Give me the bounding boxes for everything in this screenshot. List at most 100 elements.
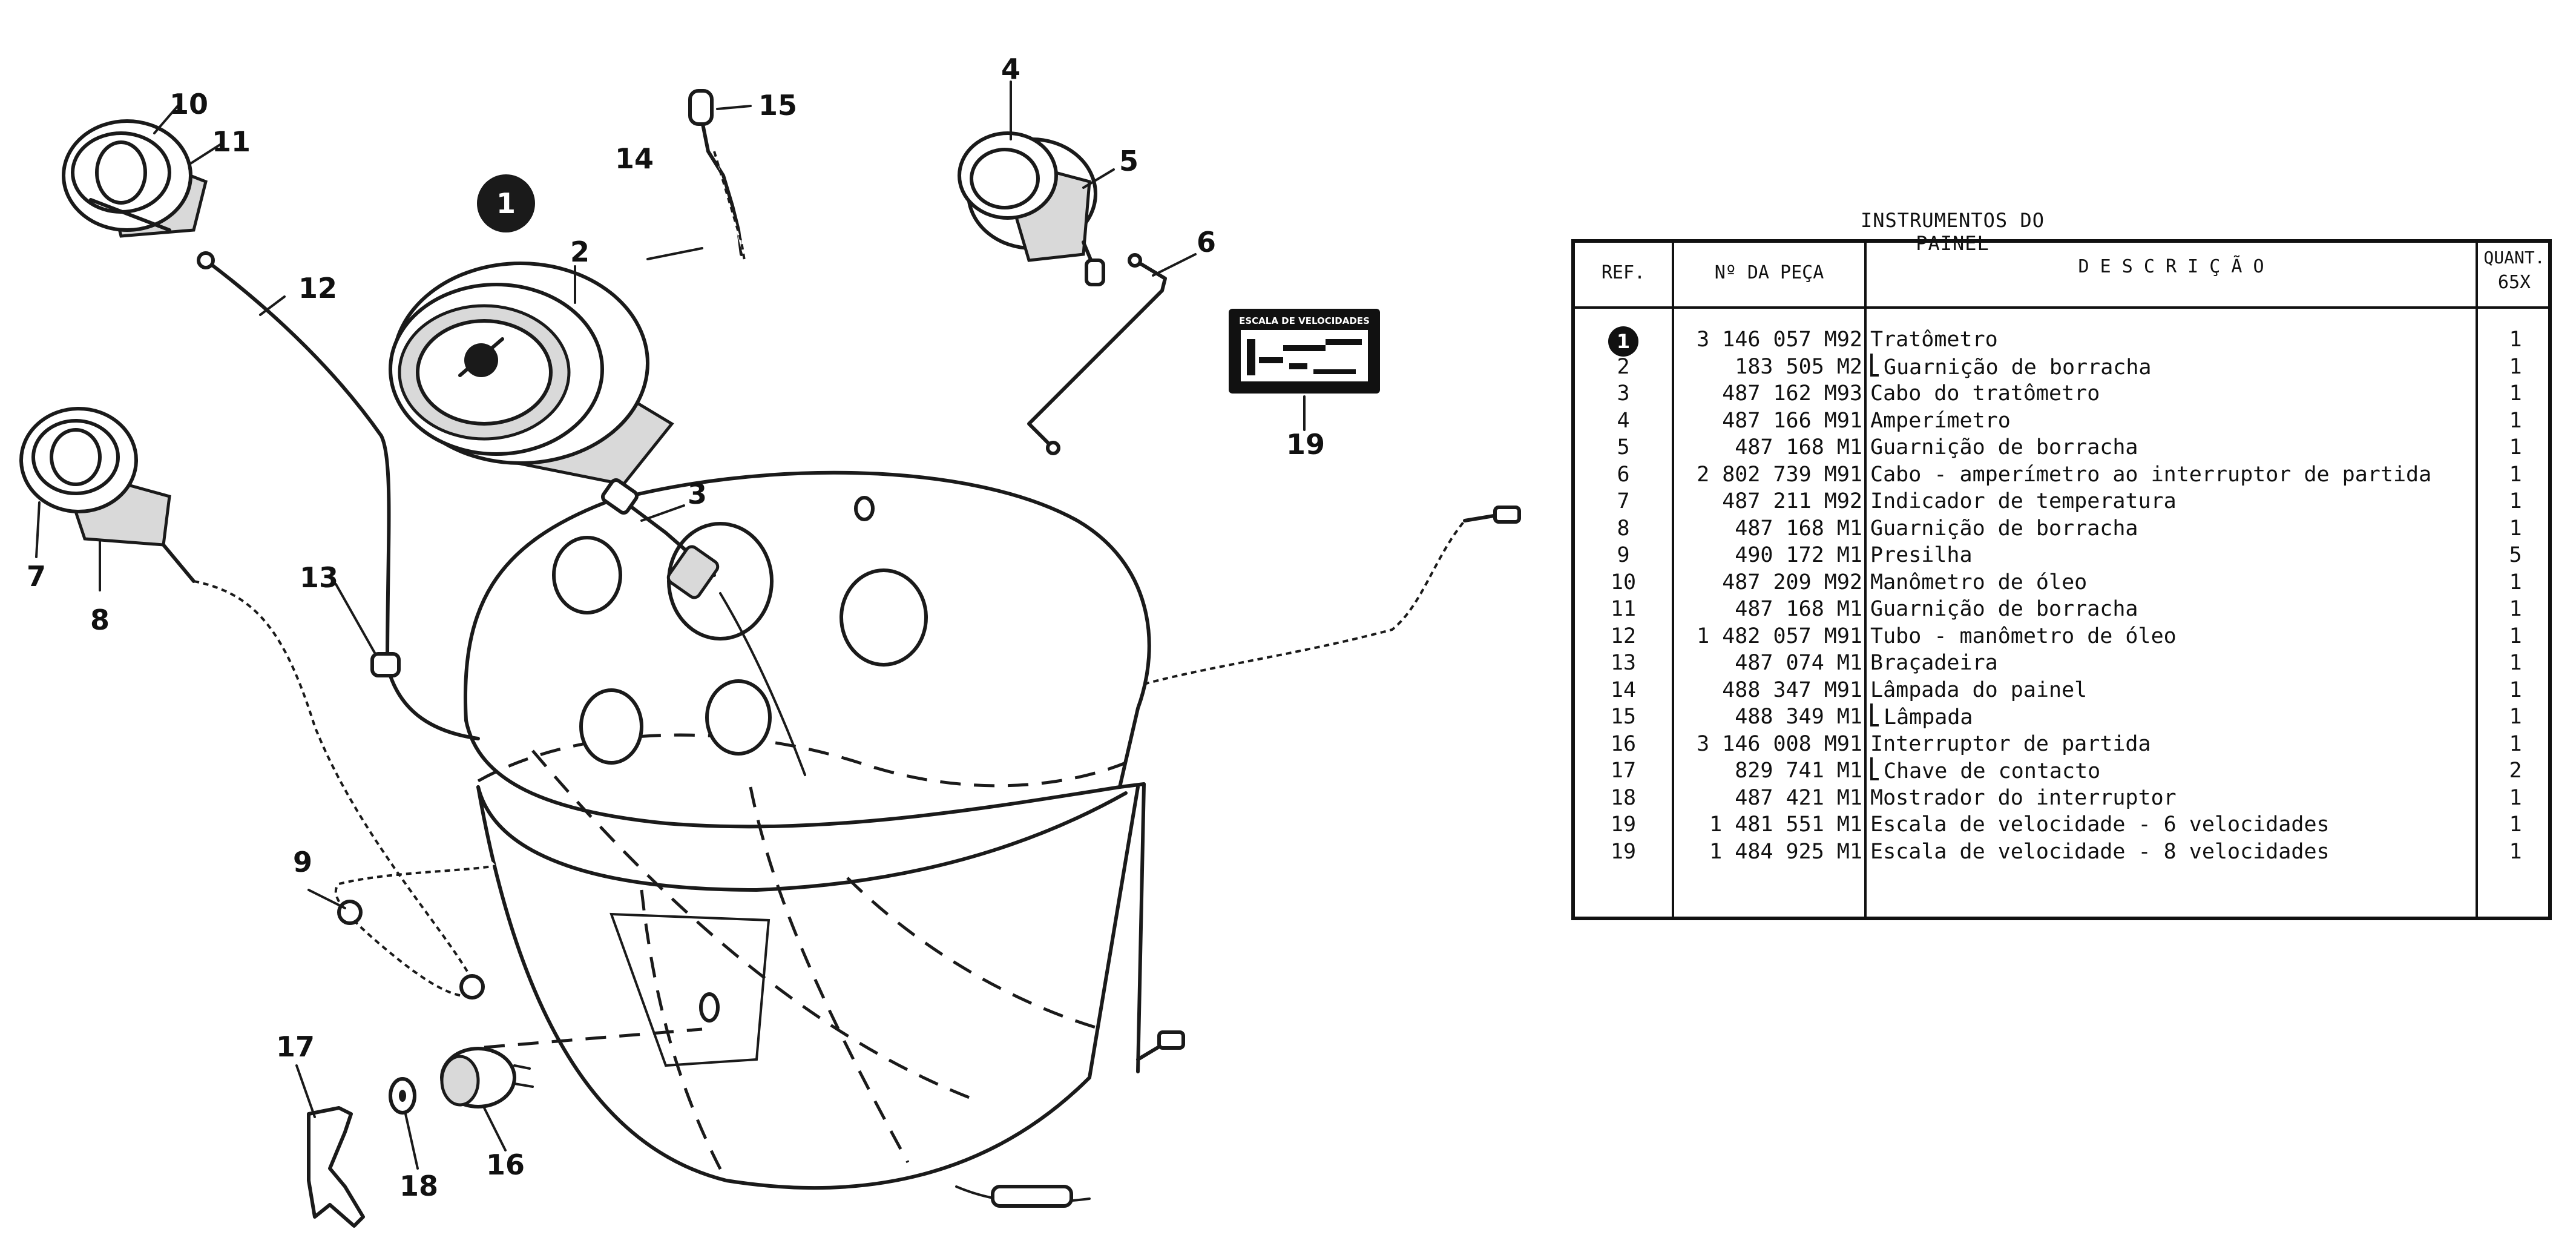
column-divider <box>1864 243 1867 917</box>
row-description-text: Indicador de temperatura <box>1870 489 2177 513</box>
callout-15: 15 <box>758 89 797 122</box>
row-ref: 17 <box>1610 759 1637 783</box>
callout-11: 11 <box>212 125 251 158</box>
row-quantity: 1 <box>2509 570 2522 595</box>
oil-pressure-pipe <box>197 251 480 740</box>
header-ref: REF. <box>1601 262 1646 283</box>
row-part-number: 487 421 M1 <box>1735 785 1862 810</box>
row-part-number: 3 146 008 M91 <box>1697 731 1862 756</box>
row-quantity: 1 <box>2509 328 2522 352</box>
row-ref: 16 <box>1610 731 1637 756</box>
row-quantity: 1 <box>2509 839 2522 864</box>
row-part-number: 487 168 M1 <box>1735 435 1862 460</box>
column-divider <box>2476 243 2478 917</box>
row-description: Amperímetro <box>1870 407 2476 434</box>
row-description-text: Escala de velocidade - 8 velocidades <box>1870 839 2330 864</box>
row-description: Escala de velocidade - 8 velocidades <box>1870 838 2476 865</box>
row-part-number: 2 802 739 M91 <box>1697 462 1862 487</box>
row-description-text: Tratômetro <box>1870 328 1998 352</box>
row-ref: 12 <box>1610 624 1637 648</box>
row-quantity: 1 <box>2509 705 2522 729</box>
row-part-number: 487 162 M93 <box>1722 381 1862 406</box>
row-part-number: 487 168 M1 <box>1735 516 1862 541</box>
row-description: Escala de velocidade - 6 velocidades <box>1870 811 2476 838</box>
row-quantity: 1 <box>2509 381 2522 406</box>
row-ref: 3 <box>1617 381 1630 406</box>
row-description-text: Manômetro de óleo <box>1870 570 2088 595</box>
row-part-number: 487 166 M91 <box>1722 408 1862 433</box>
row-ref: 15 <box>1610 705 1637 729</box>
row-description-text: Tubo - manômetro de óleo <box>1870 624 2177 648</box>
oil-pressure-gauge <box>62 119 208 238</box>
instrument-panel-housing <box>464 470 1151 1190</box>
row-description-text: Presilha <box>1870 543 1973 567</box>
row-description: Cabo do tratômetro <box>1870 380 2476 407</box>
callout-19: 19 <box>1286 428 1325 461</box>
switch-dial <box>389 1077 416 1115</box>
contact-key <box>307 1106 365 1228</box>
callout-18: 18 <box>399 1170 438 1202</box>
header-quantity-model: 65X <box>2497 272 2531 293</box>
row-ref: 9 <box>1617 543 1630 567</box>
row-description: Presilha <box>1870 542 2476 568</box>
row-ref: 4 <box>1617 408 1630 433</box>
callout-17: 17 <box>276 1030 315 1063</box>
row-description-text: Guarnição de borracha <box>1870 516 2138 541</box>
callout-9: 9 <box>293 846 312 878</box>
parts-table: REF. Nº DA PEÇA D E S C R I Ç Ã O QUANT.… <box>1571 239 2552 920</box>
row-quantity: 1 <box>2509 812 2522 837</box>
row-part-number: 1 484 925 M1 <box>1709 839 1862 864</box>
row-description-text: Interruptor de partida <box>1870 731 2151 756</box>
table-title: INSTRUMENTOS DO PAINEL <box>1861 209 2045 255</box>
row-quantity: 1 <box>2509 624 2522 648</box>
row-description-text: Mostrador do interruptor <box>1870 785 2177 810</box>
callout-16: 16 <box>486 1148 525 1181</box>
ref-highlight-badge: 1 <box>1608 326 1638 357</box>
row-part-number: 487 211 M92 <box>1722 489 1862 513</box>
callout-10: 10 <box>169 88 208 120</box>
row-ref: 13 <box>1610 651 1637 675</box>
row-description: Tratômetro <box>1870 326 2476 353</box>
callout-8: 8 <box>90 604 110 636</box>
row-description: Tubo - manômetro de óleo <box>1870 623 2476 650</box>
column-divider <box>1672 243 1674 917</box>
callout-2: 2 <box>570 236 590 268</box>
row-part-number: 490 172 M1 <box>1735 543 1862 567</box>
row-ref: 19 <box>1610 839 1637 864</box>
row-part-number: 1 481 551 M1 <box>1709 812 1862 837</box>
row-description: Cabo - amperímetro ao interruptor de par… <box>1870 461 2476 488</box>
row-description: Lâmpada <box>1870 703 2476 731</box>
row-description: Indicador de temperatura <box>1870 488 2476 515</box>
callout-14: 14 <box>615 142 654 175</box>
row-part-number: 488 347 M91 <box>1722 677 1862 702</box>
sub-item-bracket <box>1870 353 1879 377</box>
header-part-number: Nº DA PEÇA <box>1714 262 1824 283</box>
callout-5: 5 <box>1119 145 1138 177</box>
row-quantity: 1 <box>2509 785 2522 810</box>
row-quantity: 1 <box>2509 597 2522 621</box>
sub-item-bracket <box>1870 757 1879 780</box>
row-description: Braçadeira <box>1870 650 2476 676</box>
row-description-text: Cabo do tratômetro <box>1870 381 2100 406</box>
callout-7: 7 <box>27 560 46 593</box>
row-part-number: 487 074 M1 <box>1735 651 1862 675</box>
row-part-number: 487 168 M1 <box>1735 597 1862 621</box>
row-description-text: Guarnição de borracha <box>1870 597 2138 621</box>
row-part-number: 487 209 M92 <box>1722 570 1862 595</box>
row-quantity: 1 <box>2509 516 2522 541</box>
row-quantity: 1 <box>2509 354 2522 379</box>
